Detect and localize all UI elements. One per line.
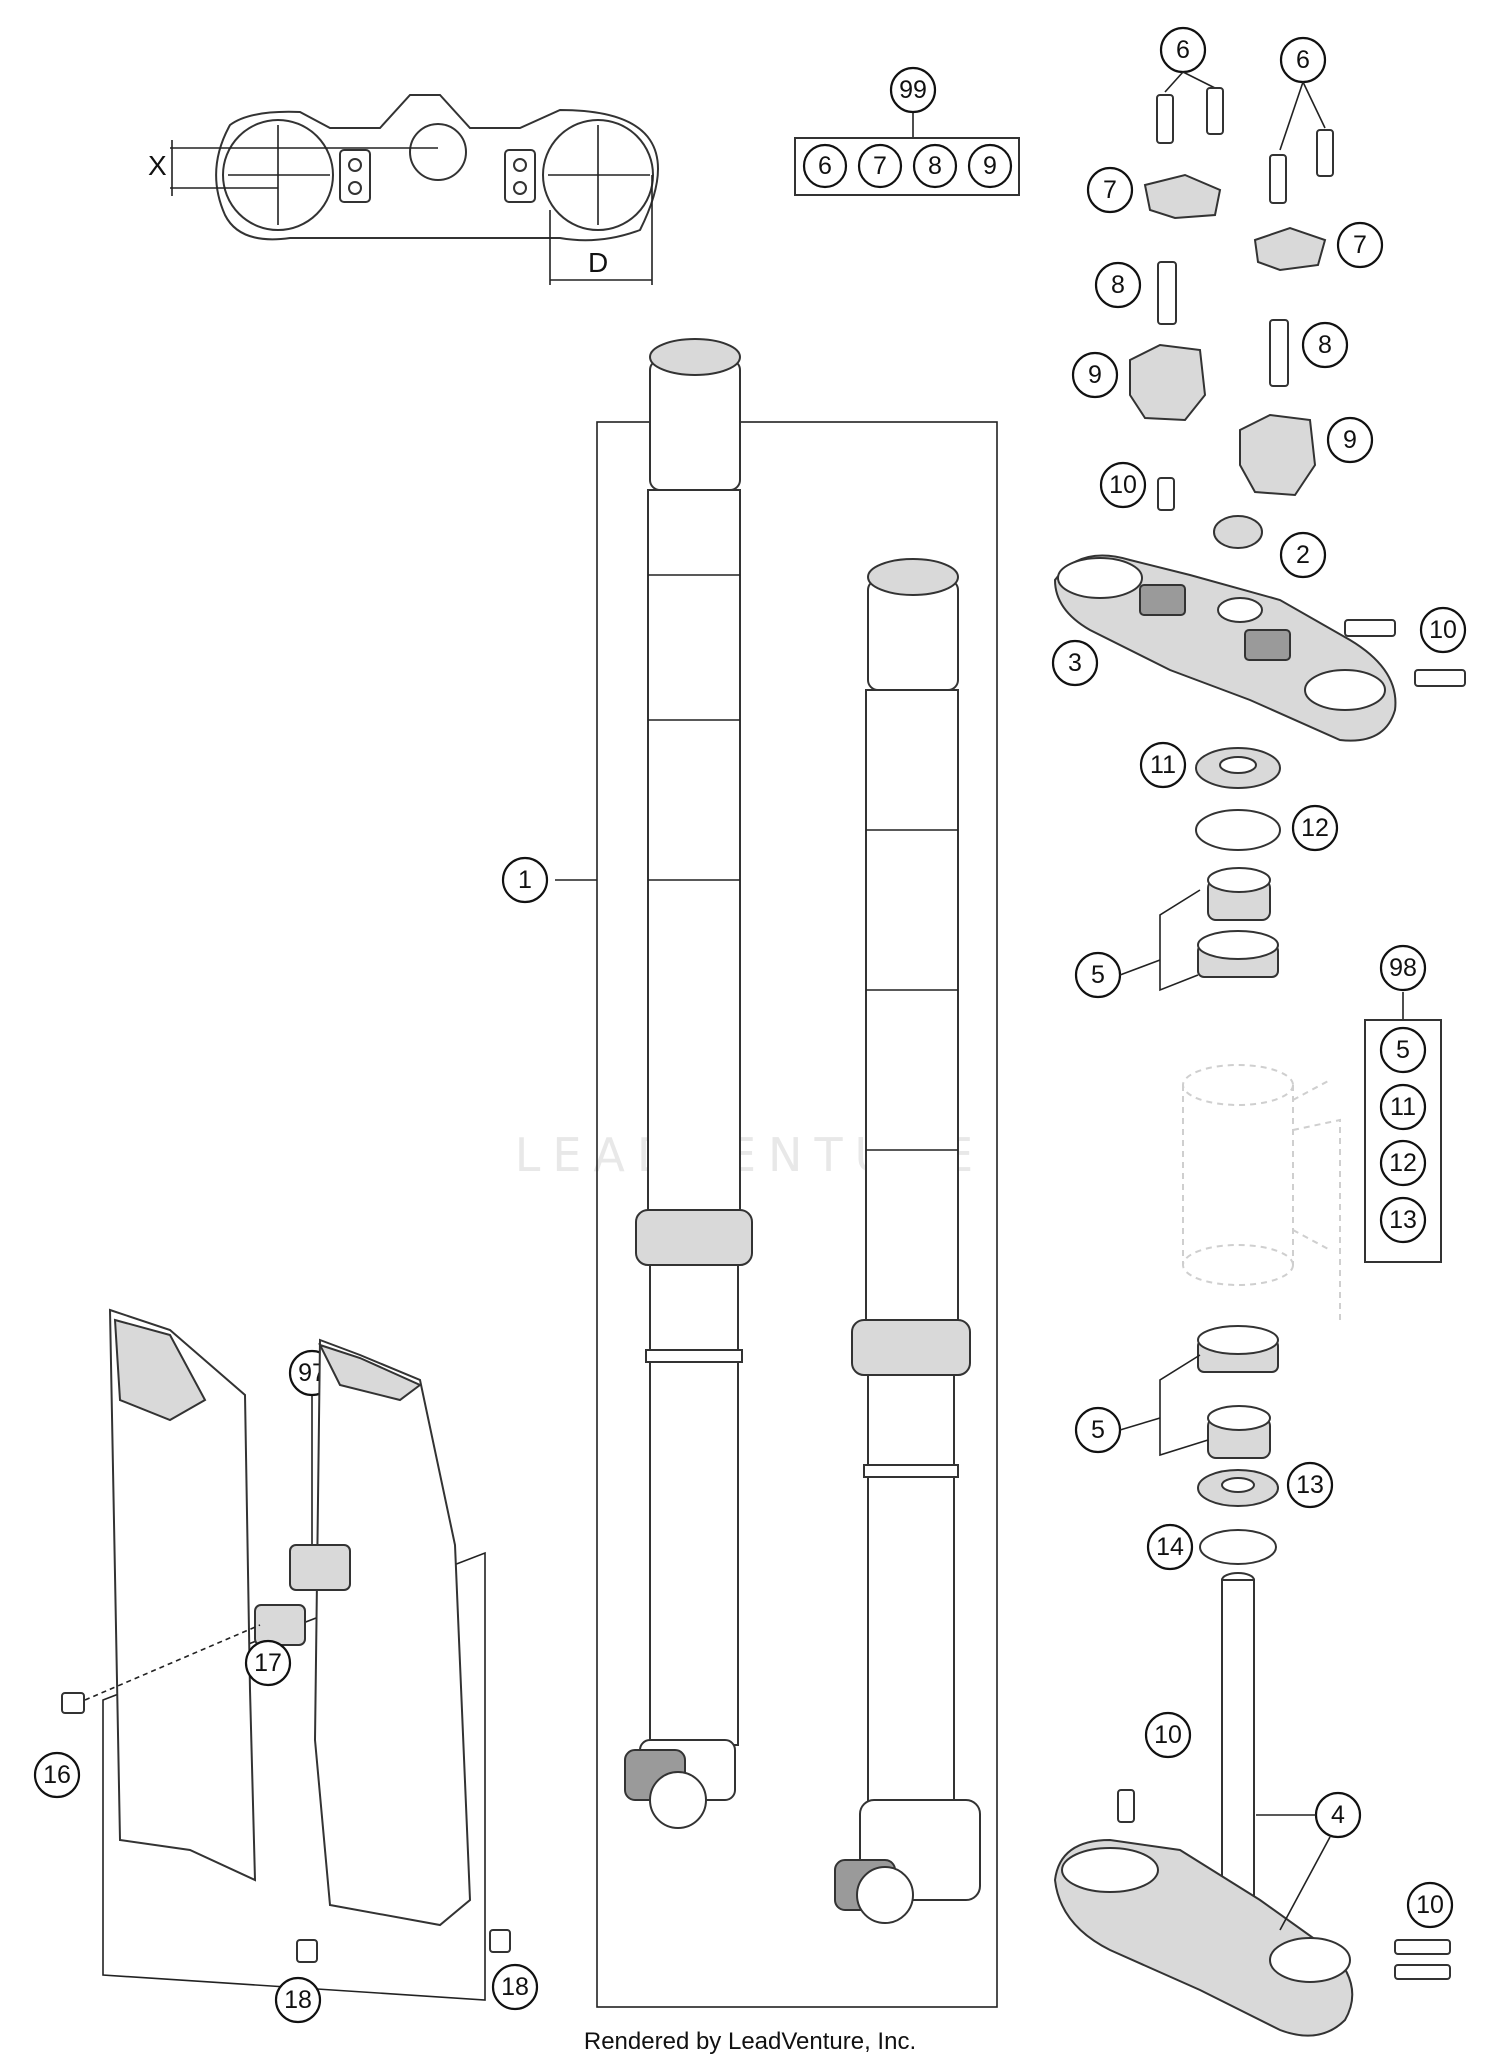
kit-99-item: 6 xyxy=(802,143,848,189)
callout-8: 8 xyxy=(1094,261,1142,309)
dimension-d-label: D xyxy=(588,247,608,278)
svg-text:7: 7 xyxy=(873,152,887,180)
upper-triple-clamp: 3 10 xyxy=(1051,554,1467,742)
callout-9: 9 xyxy=(1326,416,1374,464)
callout-7: 7 xyxy=(1086,166,1134,214)
kit-98-item: 13 xyxy=(1379,1196,1427,1244)
svg-text:13: 13 xyxy=(1389,1206,1417,1234)
svg-text:9: 9 xyxy=(1343,426,1357,454)
callout-6: 6 xyxy=(1159,26,1207,74)
svg-text:5: 5 xyxy=(1091,961,1105,989)
svg-text:8: 8 xyxy=(1111,271,1125,299)
svg-text:6: 6 xyxy=(1176,36,1190,64)
svg-text:99: 99 xyxy=(899,76,927,104)
svg-text:6: 6 xyxy=(818,152,832,180)
svg-text:9: 9 xyxy=(983,152,997,180)
callout-99: 99 xyxy=(889,66,937,114)
callout-17: 17 xyxy=(244,1639,292,1687)
callout-13: 13 xyxy=(1286,1461,1334,1509)
svg-text:10: 10 xyxy=(1429,616,1457,644)
svg-text:1: 1 xyxy=(518,866,532,894)
callout-11: 11 xyxy=(1139,741,1187,789)
callout-10: 10 xyxy=(1419,606,1467,654)
callout-14: 14 xyxy=(1146,1523,1194,1571)
kit-99-item: 8 xyxy=(912,143,958,189)
svg-text:10: 10 xyxy=(1109,471,1137,499)
svg-text:12: 12 xyxy=(1389,1149,1417,1177)
svg-text:8: 8 xyxy=(1318,331,1332,359)
svg-text:13: 13 xyxy=(1296,1471,1324,1499)
kit-98-item: 12 xyxy=(1379,1139,1427,1187)
svg-text:11: 11 xyxy=(1390,1093,1416,1121)
triple-clamp-dimension-sketch: X D xyxy=(148,94,659,285)
render-credit: Rendered by LeadVenture, Inc. xyxy=(583,2028,917,2055)
callout-5: 5 xyxy=(1074,951,1122,999)
svg-text:11: 11 xyxy=(1150,751,1176,779)
svg-text:18: 18 xyxy=(501,1973,529,2001)
callout-3: 3 xyxy=(1051,639,1099,687)
callout-8: 8 xyxy=(1301,321,1349,369)
callout-16: 16 xyxy=(33,1751,81,1799)
kit-99-item: 7 xyxy=(857,143,903,189)
svg-text:17: 17 xyxy=(254,1649,282,1677)
kit-99: 99 6 7 8 9 xyxy=(794,66,1020,196)
callout-12: 12 xyxy=(1291,804,1339,852)
svg-text:12: 12 xyxy=(1301,814,1329,842)
svg-text:8: 8 xyxy=(928,152,942,180)
bearing-stack: 11 12 5 5 13 14 xyxy=(1074,741,1341,1571)
svg-text:3: 3 xyxy=(1068,649,1082,677)
callout-1: 1 xyxy=(501,856,549,904)
svg-text:18: 18 xyxy=(284,1986,312,2014)
callout-5: 5 xyxy=(1074,1406,1122,1454)
lower-triple-clamp: 10 4 10 xyxy=(1053,1572,1454,2037)
callout-9: 9 xyxy=(1071,351,1119,399)
svg-text:7: 7 xyxy=(1103,176,1117,204)
callout-10: 10 xyxy=(1406,1881,1454,1929)
svg-text:6: 6 xyxy=(1296,46,1310,74)
callout-18: 18 xyxy=(491,1963,539,2011)
svg-text:5: 5 xyxy=(1396,1036,1410,1064)
callout-7: 7 xyxy=(1336,221,1384,269)
callout-4: 4 xyxy=(1314,1791,1362,1839)
fork-guard-kit: 97 17 16 18 18 xyxy=(33,1308,539,2024)
svg-text:16: 16 xyxy=(43,1761,71,1789)
svg-text:10: 10 xyxy=(1416,1891,1444,1919)
svg-text:98: 98 xyxy=(1389,954,1417,982)
callout-10: 10 xyxy=(1099,461,1147,509)
callout-18: 18 xyxy=(274,1976,322,2024)
kit-98-item: 5 xyxy=(1379,1026,1427,1074)
svg-text:14: 14 xyxy=(1156,1533,1184,1561)
svg-text:2: 2 xyxy=(1296,541,1310,569)
kit-98-item: 11 xyxy=(1379,1083,1427,1131)
svg-text:10: 10 xyxy=(1154,1721,1182,1749)
svg-text:4: 4 xyxy=(1331,1801,1345,1829)
svg-text:5: 5 xyxy=(1091,1416,1105,1444)
fork-assembly: 1 xyxy=(501,338,998,2008)
kit-98: 98 5 11 12 13 xyxy=(1364,944,1442,1263)
callout-10: 10 xyxy=(1144,1711,1192,1759)
kit-99-item: 9 xyxy=(967,143,1013,189)
upper-clamp-hardware: 6 6 7 7 8 8 9 9 10 2 xyxy=(1071,26,1384,579)
dimension-x-label: X xyxy=(148,150,167,181)
svg-text:9: 9 xyxy=(1088,361,1102,389)
callout-98: 98 xyxy=(1379,944,1427,992)
svg-text:7: 7 xyxy=(1353,231,1367,259)
callout-6: 6 xyxy=(1279,36,1327,84)
callout-2: 2 xyxy=(1279,531,1327,579)
